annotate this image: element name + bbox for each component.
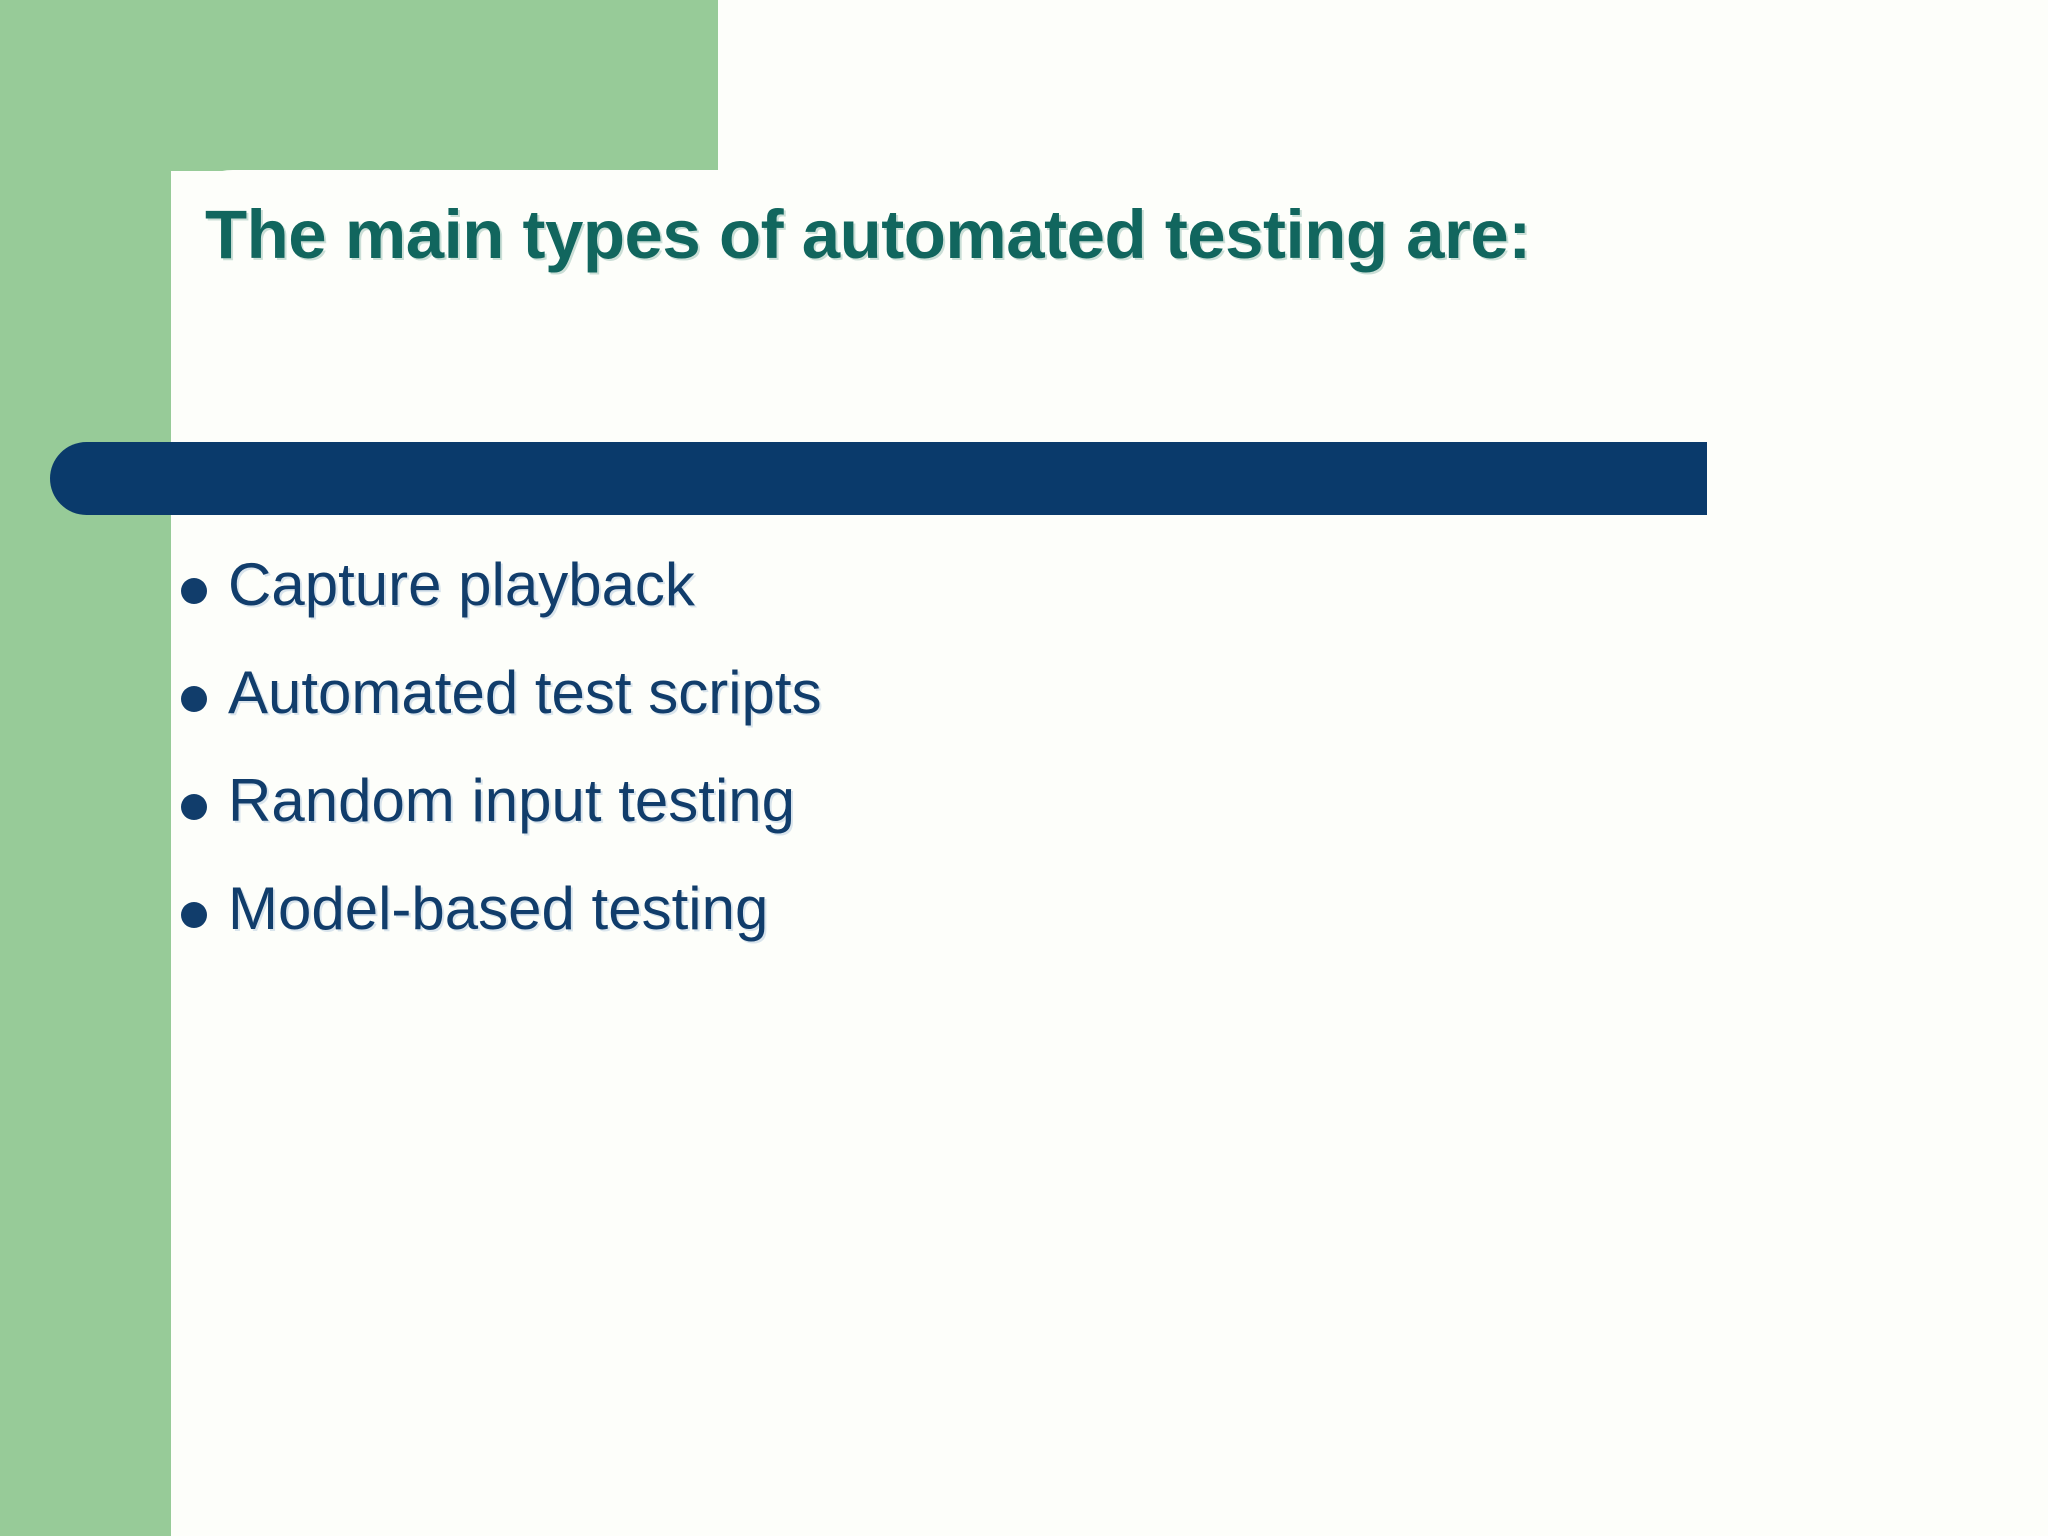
bullet-point-icon	[181, 902, 207, 928]
bullet-point-icon	[181, 686, 207, 712]
list-item-label: Model-based testing	[228, 875, 769, 942]
slide-content-card	[171, 170, 2048, 1536]
list-item: Random input testing	[171, 764, 1871, 872]
bullet-list: Capture playback Automated test scripts …	[171, 548, 1871, 980]
accent-divider-bar	[50, 442, 1707, 515]
bullet-point-icon	[181, 578, 207, 604]
bullet-point-icon	[181, 794, 207, 820]
list-item-label: Automated test scripts	[228, 659, 822, 726]
list-item-label: Capture playback	[228, 551, 695, 618]
list-item-label: Random input testing	[228, 767, 796, 834]
list-item: Model-based testing	[171, 872, 1871, 980]
list-item: Automated test scripts	[171, 656, 1871, 764]
list-item: Capture playback	[171, 548, 1871, 656]
green-side-strip	[0, 0, 171, 1536]
page-title: The main types of automated testing are:	[205, 196, 1531, 273]
